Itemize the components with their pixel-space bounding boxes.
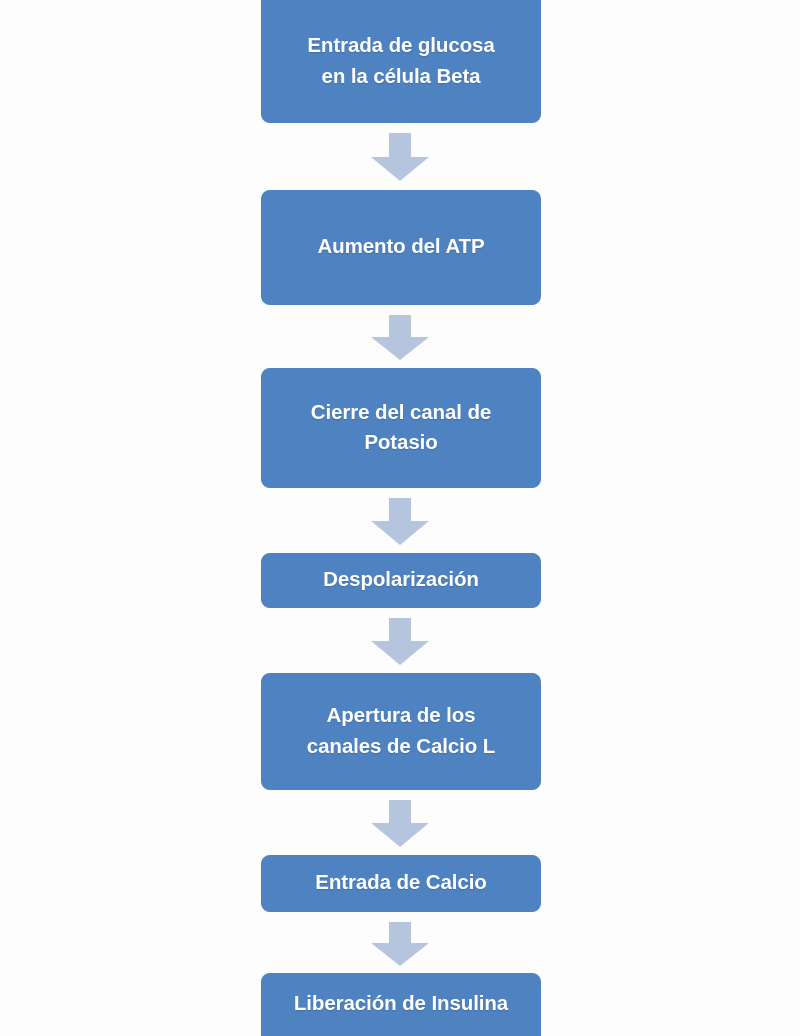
flow-node-cierre-del-canal-de-potasio[interactable]: Cierre del canal de Potasio	[261, 368, 541, 488]
flow-node-label: Aumento del ATP	[317, 235, 485, 259]
arrow-down-icon	[371, 498, 429, 545]
flow-node-liberacion-de-insulina[interactable]: Liberación de Insulina	[261, 973, 541, 1036]
flow-node-entrada-de-calcio[interactable]: Entrada de Calcio	[261, 855, 541, 912]
flow-node-label: Despolarización	[323, 568, 479, 592]
arrow-down-icon	[371, 315, 429, 360]
arrow-down-icon	[371, 133, 429, 181]
arrow-down-icon	[371, 800, 429, 847]
arrow-down-icon	[371, 618, 429, 665]
arrow-down-icon	[371, 922, 429, 966]
flow-node-label: Entrada de Calcio	[315, 871, 487, 895]
flow-node-aumento-del-atp[interactable]: Aumento del ATP	[261, 190, 541, 305]
flow-node-entrada-de-glucosa[interactable]: Entrada de glucosa en la célula Beta	[261, 0, 541, 123]
flow-node-despolarizacion[interactable]: Despolarización	[261, 553, 541, 608]
flow-node-apertura-canales-de-calcio-l[interactable]: Apertura de los canales de Calcio L	[261, 673, 541, 790]
flow-node-label: Entrada de glucosa en la célula Beta	[307, 34, 495, 88]
flow-node-label: Apertura de los canales de Calcio L	[306, 704, 496, 758]
flow-node-label: Cierre del canal de Potasio	[310, 400, 492, 454]
flow-node-label: Liberación de Insulina	[293, 992, 509, 1016]
